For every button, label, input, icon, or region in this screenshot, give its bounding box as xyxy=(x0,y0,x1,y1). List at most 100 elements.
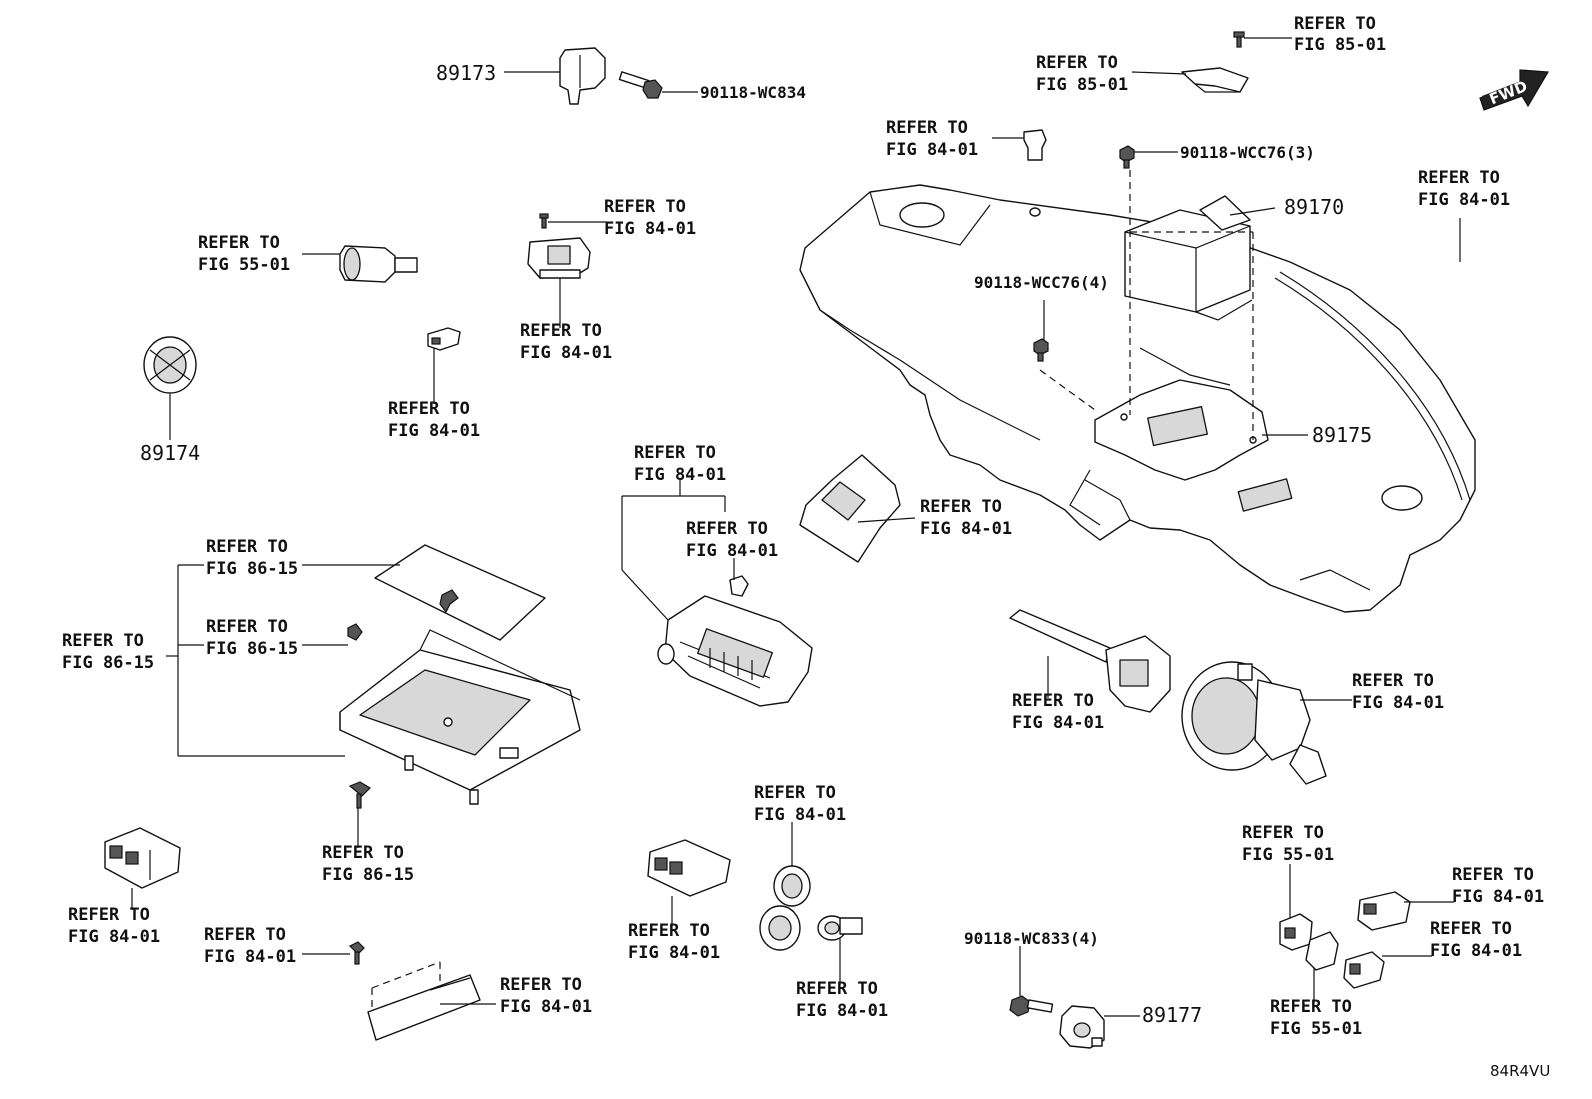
refer-to-label: REFER TO xyxy=(388,399,470,419)
turn-signal-switch xyxy=(1009,609,1171,713)
fwd-arrow-icon xyxy=(1479,69,1550,111)
refer-to-label: REFER TO xyxy=(62,631,144,651)
switch-module xyxy=(1357,891,1411,931)
refer-to-label: REFER TO xyxy=(1430,919,1512,939)
refer-to-label: REFER TO xyxy=(628,921,710,941)
fig-reference-84-01: FIG 84-01 xyxy=(520,343,612,363)
switch-bracket xyxy=(527,237,591,279)
bolt-icon xyxy=(618,71,663,99)
clip-part xyxy=(1023,129,1047,161)
fig-reference-86-15: FIG 86-15 xyxy=(206,639,298,659)
leader-lines xyxy=(131,37,1461,1017)
refer-to-label: REFER TO xyxy=(1012,691,1094,711)
refer-to-label: REFER TO xyxy=(686,519,768,539)
center-switch-panel xyxy=(657,595,813,707)
refer-to-label: REFER TO xyxy=(1294,14,1376,34)
refer-to-label: REFER TO xyxy=(1352,671,1434,691)
refer-to-label: REFER TO xyxy=(1036,53,1118,73)
screw-icon xyxy=(539,213,549,229)
part-number-90118-wc833-4: 90118-WC833(4) xyxy=(964,929,1099,948)
instrument-bezel xyxy=(799,454,901,563)
rear-airbag-sensor xyxy=(1059,1005,1105,1049)
refer-to-label: REFER TO xyxy=(68,905,150,925)
switch-module xyxy=(104,827,181,889)
refer-to-label: REFER TO xyxy=(1270,997,1352,1017)
refer-to-label: REFER TO xyxy=(796,979,878,999)
fig-reference-84-01: FIG 84-01 xyxy=(628,943,720,963)
clip-part xyxy=(404,755,479,805)
clip-part xyxy=(347,623,363,641)
part-number-89177: 89177 xyxy=(1142,1003,1202,1027)
fig-reference-84-01: FIG 84-01 xyxy=(754,805,846,825)
side-airbag-sensor xyxy=(143,336,197,394)
fig-reference-84-01: FIG 84-01 xyxy=(68,927,160,947)
fig-reference-86-15: FIG 86-15 xyxy=(322,865,414,885)
refer-to-label: REFER TO xyxy=(204,925,286,945)
fig-reference-84-01: FIG 84-01 xyxy=(886,140,978,160)
fig-reference-84-01: FIG 84-01 xyxy=(686,541,778,561)
airbag-sensor-bracket xyxy=(1094,347,1269,481)
bolt-icon xyxy=(1033,338,1049,362)
refer-to-label: REFER TO xyxy=(206,537,288,557)
bracket-part xyxy=(1181,67,1249,93)
refer-to-label: REFER TO xyxy=(198,233,280,253)
switch-module xyxy=(1343,951,1385,989)
diagram-code: 84R4VU xyxy=(1490,1062,1550,1080)
part-number-89174: 89174 xyxy=(140,441,200,465)
fig-reference-84-01: FIG 84-01 xyxy=(1452,887,1544,907)
push-button xyxy=(817,915,863,941)
fig-reference-84-01: FIG 84-01 xyxy=(634,465,726,485)
refer-to-label: REFER TO xyxy=(1452,865,1534,885)
fig-reference-84-01: FIG 84-01 xyxy=(388,421,480,441)
airbag-sensor-assembly xyxy=(1124,195,1253,321)
socket-connector xyxy=(339,245,418,283)
part-number-89170: 89170 xyxy=(1284,195,1344,219)
refer-to-label: REFER TO xyxy=(1418,168,1500,188)
rotary-knob xyxy=(773,865,811,907)
refer-to-label: REFER TO xyxy=(754,783,836,803)
switch-cover xyxy=(367,961,481,1041)
spiral-cable xyxy=(1181,661,1327,785)
console-box xyxy=(339,544,581,791)
refer-to-label: REFER TO xyxy=(920,497,1002,517)
refer-to-label: REFER TO xyxy=(886,118,968,138)
fig-reference-84-01: FIG 84-01 xyxy=(1430,941,1522,961)
part-number-89175: 89175 xyxy=(1312,423,1372,447)
screw-icon xyxy=(348,941,365,965)
front-airbag-sensor xyxy=(559,47,606,105)
part-number-89173: 89173 xyxy=(436,61,496,85)
screw-icon xyxy=(1233,31,1245,48)
small-switch xyxy=(427,327,461,351)
bolt-icon xyxy=(1009,995,1054,1017)
fwd-label: FWD xyxy=(1487,77,1530,108)
bolt-icon xyxy=(1119,145,1135,169)
clip-part xyxy=(729,575,749,597)
part-number-90118-wc834: 90118-WC834 xyxy=(700,83,806,102)
refer-to-label: REFER TO xyxy=(1242,823,1324,843)
fig-reference-84-01: FIG 84-01 xyxy=(204,947,296,967)
refer-to-label: REFER TO xyxy=(520,321,602,341)
fig-reference-86-15: FIG 86-15 xyxy=(206,559,298,579)
switch-module xyxy=(647,839,731,897)
refer-to-label: REFER TO xyxy=(634,443,716,463)
fig-reference-85-01: FIG 85-01 xyxy=(1294,35,1386,55)
switch-module xyxy=(1279,913,1339,971)
fig-reference-84-01: FIG 84-01 xyxy=(500,997,592,1017)
part-number-90118-wcc76-3: 90118-WCC76(3) xyxy=(1180,143,1315,162)
part-number-90118-wcc76-4: 90118-WCC76(4) xyxy=(974,273,1109,292)
fig-reference-55-01: FIG 55-01 xyxy=(1242,845,1334,865)
refer-to-label: REFER TO xyxy=(604,197,686,217)
screw-icon xyxy=(348,781,371,809)
fig-reference-55-01: FIG 55-01 xyxy=(198,255,290,275)
refer-to-label: REFER TO xyxy=(500,975,582,995)
clip-part xyxy=(439,589,459,614)
fig-reference-85-01: FIG 85-01 xyxy=(1036,75,1128,95)
fig-reference-84-01: FIG 84-01 xyxy=(604,219,696,239)
fig-reference-84-01: FIG 84-01 xyxy=(796,1001,888,1021)
fig-reference-86-15: FIG 86-15 xyxy=(62,653,154,673)
fig-reference-55-01: FIG 55-01 xyxy=(1270,1019,1362,1039)
refer-to-label: REFER TO xyxy=(206,617,288,637)
fig-reference-84-01: FIG 84-01 xyxy=(1012,713,1104,733)
